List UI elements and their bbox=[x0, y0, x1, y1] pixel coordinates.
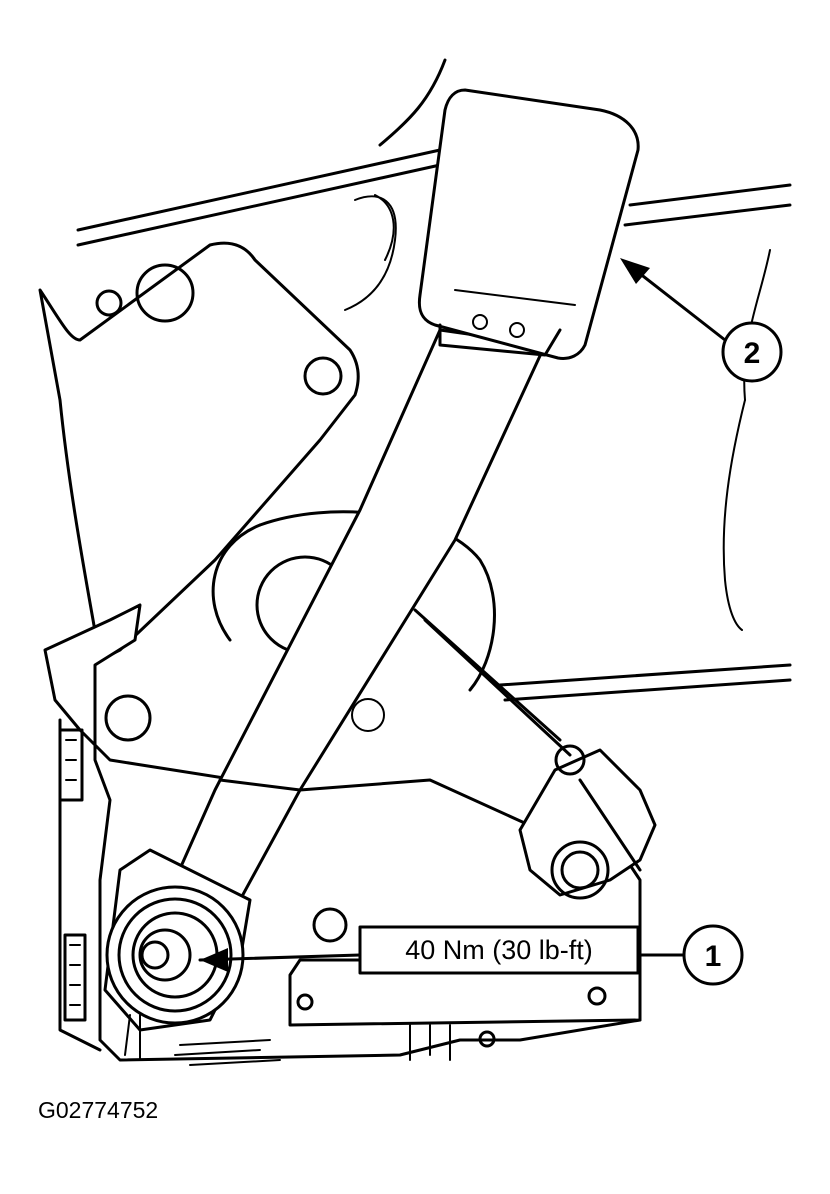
callout-2-circle bbox=[721, 321, 783, 383]
callout-1: 40 Nm (30 lb-ft) 1 bbox=[198, 924, 744, 986]
side-bracket bbox=[413, 608, 657, 900]
callout-2: 2 bbox=[620, 258, 783, 383]
seat-belt-buckle bbox=[417, 88, 640, 360]
anchor-bolt bbox=[103, 848, 252, 1061]
leader-arrowhead bbox=[200, 948, 228, 972]
callout-1-circle bbox=[682, 924, 744, 986]
upper-bracket bbox=[38, 194, 397, 662]
callout-2-number: 2 bbox=[744, 337, 761, 370]
figure-code: G02774752 bbox=[38, 1097, 158, 1123]
torque-label-box bbox=[358, 925, 640, 975]
callout-1-number: 1 bbox=[705, 940, 722, 973]
background-structure bbox=[76, 58, 792, 702]
torque-label: 40 Nm (30 lb-ft) bbox=[405, 935, 593, 965]
leader-arrowhead bbox=[620, 258, 650, 284]
